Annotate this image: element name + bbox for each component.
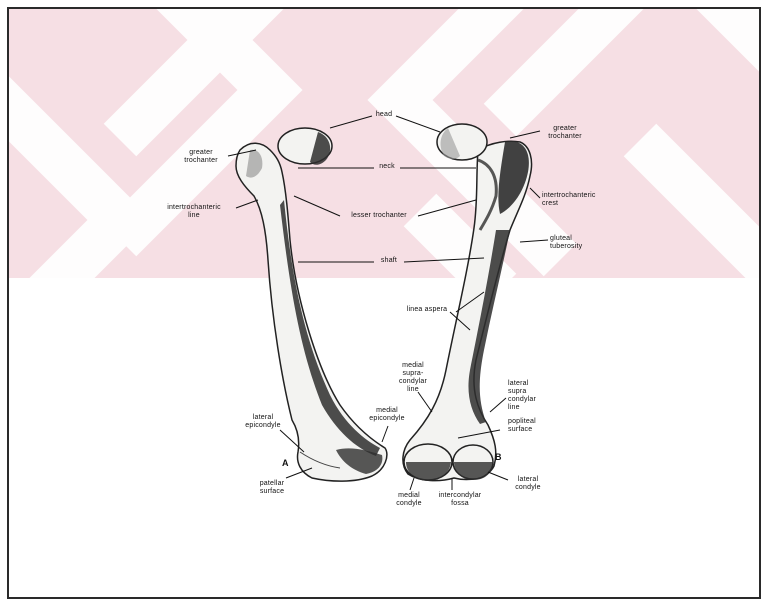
label-linea-aspera: linea aspera [396,306,458,314]
label-intertrochanteric-crest: intertrochanteric crest [542,192,622,208]
label-popliteal-surface: popliteal surface [508,418,558,434]
label-neck: neck [368,163,406,171]
view-letter-b: B [495,453,507,461]
label-lateral-condyle: lateral condyle [504,476,552,492]
label-medial-epicondyle: medial epicondyle [360,407,414,423]
label-medial-supracondylar-line: medial supra- condylar line [390,362,436,394]
watermark-banner [0,0,766,380]
label-intertrochanteric-line: intertrochanteric line [150,204,238,220]
label-lateral-supracondylar-line: lateral supra condylar line [508,380,554,412]
label-gluteal-tuberosity: gluteal tuberosity [550,235,610,251]
label-patellar-surface: patellar surface [250,480,294,496]
label-lesser-trochanter: lesser trochanter [338,212,420,220]
view-letter-a: A [282,459,294,467]
label-lateral-epicondyle: lateral epicondyle [238,414,288,430]
label-greater-trochanter-right: greater trochanter [534,125,596,141]
label-shaft: shaft [370,257,408,265]
label-head: head [364,111,404,119]
label-medial-condyle: medial condyle [388,492,430,508]
label-greater-trochanter-left: greater trochanter [170,149,232,165]
label-intercondylar-fossa: intercondylar fossa [430,492,490,508]
